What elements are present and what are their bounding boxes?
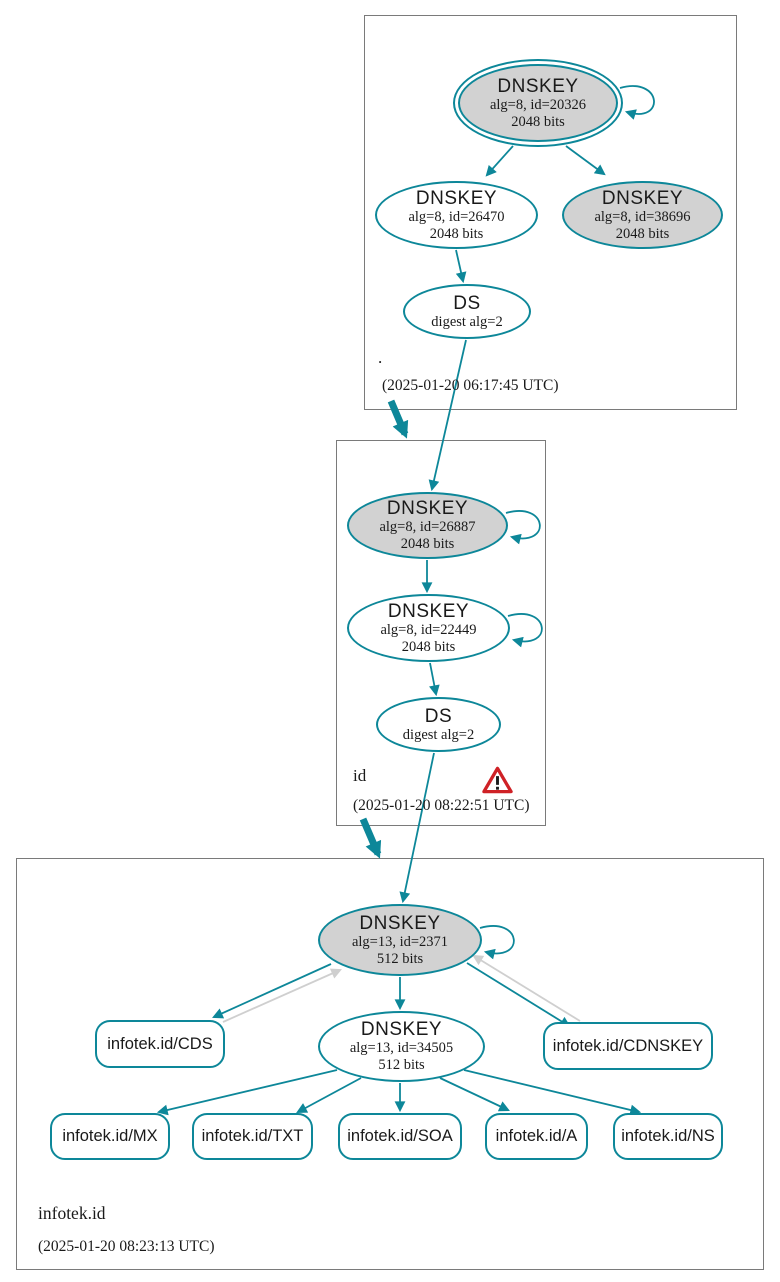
dnskey-subtitle: alg=8, id=22449 bbox=[380, 621, 477, 638]
ds-subtitle: digest alg=2 bbox=[431, 313, 503, 330]
dnskey-bits: 2048 bits bbox=[429, 225, 484, 242]
rrset-node-ns[interactable]: infotek.id/NS bbox=[613, 1113, 723, 1160]
dnskey-bits: 2048 bits bbox=[401, 638, 456, 655]
dnskey-node-20326[interactable]: DNSKEY alg=8, id=20326 2048 bits bbox=[453, 59, 623, 147]
dnskey-subtitle: alg=8, id=26470 bbox=[408, 208, 505, 225]
dnskey-bits: 2048 bits bbox=[511, 113, 565, 130]
ds-title: DS bbox=[424, 705, 453, 727]
dnskey-bits: 2048 bits bbox=[615, 225, 670, 242]
warning-icon bbox=[482, 766, 513, 794]
rrset-node-soa[interactable]: infotek.id/SOA bbox=[338, 1113, 462, 1160]
rrset-label: infotek.id/SOA bbox=[347, 1127, 453, 1145]
rrset-label: infotek.id/CDS bbox=[107, 1034, 213, 1053]
dnskey-title: DNSKEY bbox=[360, 1019, 443, 1040]
ds-node-id[interactable]: DS digest alg=2 bbox=[376, 697, 501, 752]
dnskey-bits: 2048 bits bbox=[400, 536, 455, 552]
dnskey-node-20326-inner: DNSKEY alg=8, id=20326 2048 bits bbox=[458, 64, 618, 142]
zone-timestamp-root: (2025-01-20 06:17:45 UTC) bbox=[382, 377, 559, 394]
rrset-node-a[interactable]: infotek.id/A bbox=[485, 1113, 588, 1160]
rrset-node-mx[interactable]: infotek.id/MX bbox=[50, 1113, 170, 1160]
dnskey-node-22449[interactable]: DNSKEY alg=8, id=22449 2048 bits bbox=[347, 594, 510, 662]
dnskey-subtitle: alg=8, id=26887 bbox=[379, 519, 476, 535]
dnskey-subtitle: alg=8, id=38696 bbox=[594, 208, 691, 225]
zone-box-infotek-id bbox=[16, 858, 764, 1270]
zone-name-id: id bbox=[353, 766, 367, 785]
ds-node-root[interactable]: DS digest alg=2 bbox=[403, 284, 531, 339]
zone-name-infotek-id: infotek.id bbox=[38, 1203, 106, 1223]
dnskey-bits: 512 bits bbox=[378, 1057, 425, 1073]
dnskey-title: DNSKEY bbox=[387, 600, 470, 622]
dnskey-node-34505[interactable]: DNSKEY alg=13, id=34505 512 bits bbox=[318, 1011, 485, 1082]
rrset-node-cds[interactable]: infotek.id/CDS bbox=[95, 1020, 225, 1068]
zone-timestamp-infotek-id: (2025-01-20 08:23:13 UTC) bbox=[38, 1238, 215, 1255]
dnskey-subtitle: alg=8, id=20326 bbox=[489, 96, 587, 113]
dnskey-bits: 512 bits bbox=[376, 950, 424, 967]
rrset-label: infotek.id/TXT bbox=[201, 1127, 304, 1145]
rrset-label: infotek.id/CDNSKEY bbox=[552, 1036, 704, 1055]
rrset-label: infotek.id/NS bbox=[621, 1127, 715, 1145]
zone-box-root bbox=[364, 15, 737, 410]
rrset-node-cdnskey[interactable]: infotek.id/CDNSKEY bbox=[543, 1022, 713, 1070]
dnskey-subtitle: alg=13, id=34505 bbox=[349, 1040, 454, 1056]
dnskey-node-26470[interactable]: DNSKEY alg=8, id=26470 2048 bits bbox=[375, 181, 538, 249]
rrset-label: infotek.id/MX bbox=[62, 1127, 158, 1145]
dnskey-node-2371[interactable]: DNSKEY alg=13, id=2371 512 bits bbox=[318, 904, 482, 976]
dnskey-title: DNSKEY bbox=[386, 498, 469, 519]
rrset-node-txt[interactable]: infotek.id/TXT bbox=[192, 1113, 313, 1160]
ds-title: DS bbox=[453, 292, 481, 314]
zone-name-root: . bbox=[378, 348, 383, 367]
dnskey-title: DNSKEY bbox=[415, 187, 498, 209]
dnskey-node-38696[interactable]: DNSKEY alg=8, id=38696 2048 bits bbox=[562, 181, 723, 249]
ds-subtitle: digest alg=2 bbox=[402, 726, 475, 743]
rrset-label: infotek.id/A bbox=[495, 1127, 578, 1145]
dnskey-title: DNSKEY bbox=[601, 187, 684, 209]
dnskey-title: DNSKEY bbox=[497, 75, 579, 97]
zone-timestamp-id: (2025-01-20 08:22:51 UTC) bbox=[353, 797, 530, 814]
dnskey-subtitle: alg=13, id=2371 bbox=[351, 933, 449, 950]
dnskey-title: DNSKEY bbox=[359, 912, 441, 934]
dnskey-node-26887[interactable]: DNSKEY alg=8, id=26887 2048 bits bbox=[347, 492, 508, 559]
